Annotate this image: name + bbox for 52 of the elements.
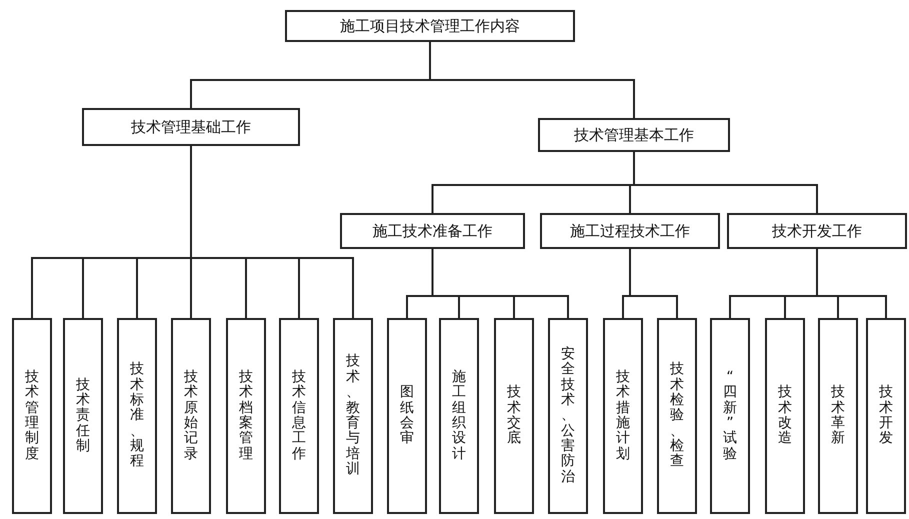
- box-label: 技术措施计划: [616, 370, 630, 462]
- box-label: 图纸会审: [400, 385, 414, 447]
- box-label: 施工组织设计: [452, 370, 466, 462]
- box-label: 技术责任制: [76, 378, 90, 454]
- task-box: [818, 318, 858, 514]
- task-box: [494, 318, 534, 514]
- category-box: [727, 213, 907, 249]
- connector-line: [190, 146, 354, 318]
- task-box: [12, 318, 52, 514]
- box-label: 技术、教育与培训: [346, 354, 360, 478]
- task-box: [171, 318, 211, 514]
- box-label: 施工过程技术工作: [570, 222, 690, 240]
- task-box: [333, 318, 373, 514]
- box-label: 技术标准、规程: [130, 362, 144, 470]
- box-label: 施工项目技术管理工作内容: [340, 16, 520, 36]
- task-box: [226, 318, 266, 514]
- box-label: 技术开发工作: [772, 222, 862, 240]
- box-label: 技术原始记录: [184, 370, 198, 462]
- category-box: [538, 118, 730, 152]
- box-label: 技术管理制度: [25, 370, 39, 462]
- box-label: 施工技术准备工作: [372, 222, 492, 240]
- box-label: “四新”试验: [723, 370, 737, 462]
- task-box: [387, 318, 427, 514]
- task-box: [548, 318, 588, 514]
- connector-line: [629, 249, 678, 318]
- box-label: 技术改造: [778, 385, 792, 447]
- category-box: [540, 213, 720, 249]
- task-box: [765, 318, 805, 514]
- connector-line: [432, 249, 569, 318]
- task-box: [603, 318, 643, 514]
- category-box: [82, 108, 300, 146]
- connector-line: [429, 42, 635, 118]
- connector-line: [816, 249, 887, 318]
- box-label: 技术革新: [831, 385, 845, 447]
- box-label: 技术检验、检查: [670, 362, 684, 470]
- category-box: [340, 213, 525, 249]
- box-label: 技术信息工作: [292, 370, 306, 462]
- box-label: 技术交底: [507, 385, 521, 447]
- task-box: [117, 318, 157, 514]
- task-box: [710, 318, 750, 514]
- box-label: 技术管理基本工作: [574, 126, 694, 144]
- task-box: [657, 318, 697, 514]
- box-label: 安全技术、公害防治: [561, 346, 575, 486]
- task-box: [63, 318, 103, 514]
- box-label: 技术开发: [879, 385, 893, 447]
- box-label: 技术档案管理: [239, 370, 253, 462]
- task-box: [439, 318, 479, 514]
- box-label: 技术管理基础工作: [131, 118, 251, 136]
- task-box: [279, 318, 319, 514]
- connector-line: [633, 152, 818, 213]
- task-box: [866, 318, 906, 514]
- category-box: [285, 10, 575, 42]
